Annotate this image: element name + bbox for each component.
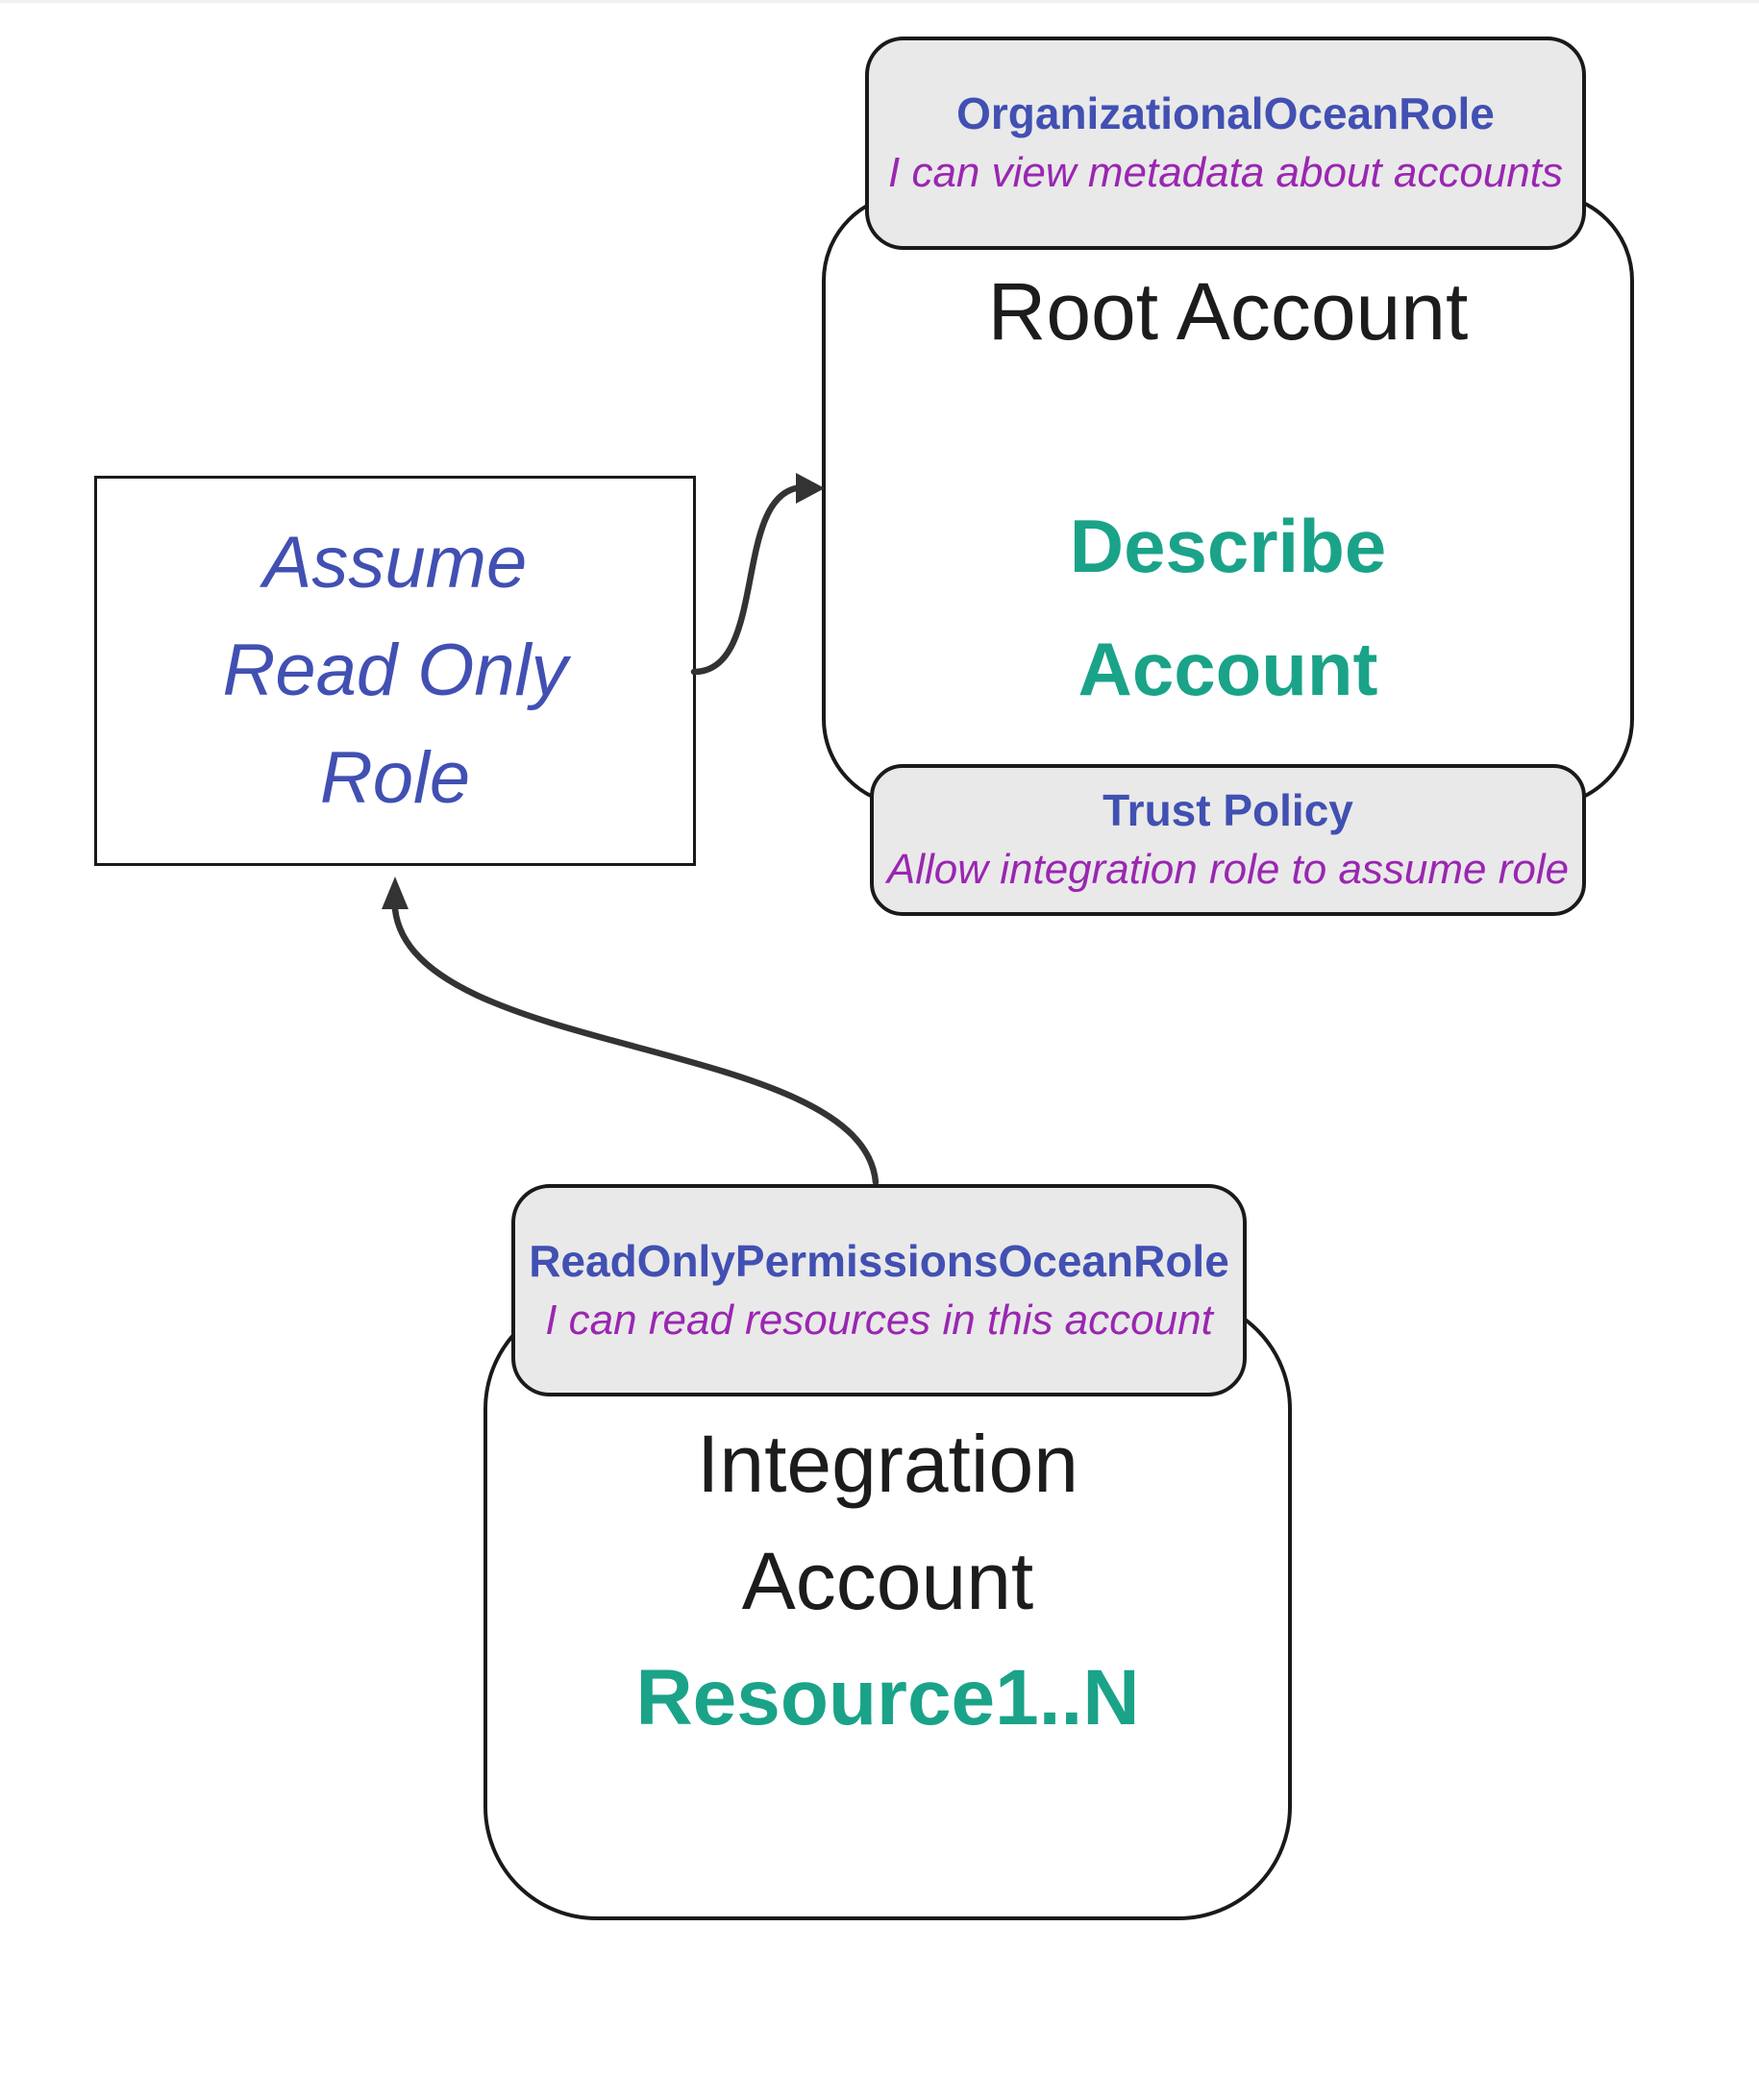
trust-policy-subtitle: Allow integration role to assume role (886, 846, 1570, 893)
assume-to-root-arrow (690, 473, 825, 676)
arrowhead-right-icon (796, 473, 825, 504)
integration-account-resources: Resource1..N (635, 1654, 1140, 1742)
arrowhead-up-icon (382, 877, 409, 909)
trust-policy-title: Trust Policy (1102, 785, 1353, 835)
integration-account-title-line1: Integration (697, 1419, 1078, 1509)
top-border-line (0, 0, 1759, 3)
describe-account-action: Describe Account (826, 484, 1630, 730)
org-badge-subtitle: I can view metadata about accounts (888, 149, 1563, 196)
trust-policy-badge: Trust Policy Allow integration role to a… (870, 764, 1586, 916)
integration-account-box: Integration Account Resource1..N (483, 1296, 1292, 1920)
assume-role-line2: Read Only (222, 630, 568, 711)
assume-role-line1: Assume (262, 522, 528, 604)
integration-account-text: Integration Account Resource1..N (487, 1405, 1288, 1757)
readonly-badge-subtitle: I can read resources in this account (545, 1296, 1213, 1344)
describe-account-line1: Describe (1069, 504, 1387, 588)
assume-read-only-role-box: Assume Read Only Role (94, 476, 696, 866)
readonly-to-assume-arrow (382, 877, 880, 1186)
org-badge-title: OrganizationalOceanRole (956, 88, 1495, 138)
integration-account-title-line2: Account (741, 1536, 1034, 1626)
root-account-title: Root Account (987, 266, 1469, 357)
organizational-ocean-role-badge: OrganizationalOceanRole I can view metad… (865, 37, 1586, 250)
describe-account-line2: Account (1078, 627, 1378, 711)
readonly-badge-title: ReadOnlyPermissionsOceanRole (529, 1235, 1229, 1286)
assume-role-line3: Role (319, 737, 471, 819)
readonly-permissions-ocean-role-badge: ReadOnlyPermissionsOceanRole I can read … (511, 1184, 1247, 1396)
